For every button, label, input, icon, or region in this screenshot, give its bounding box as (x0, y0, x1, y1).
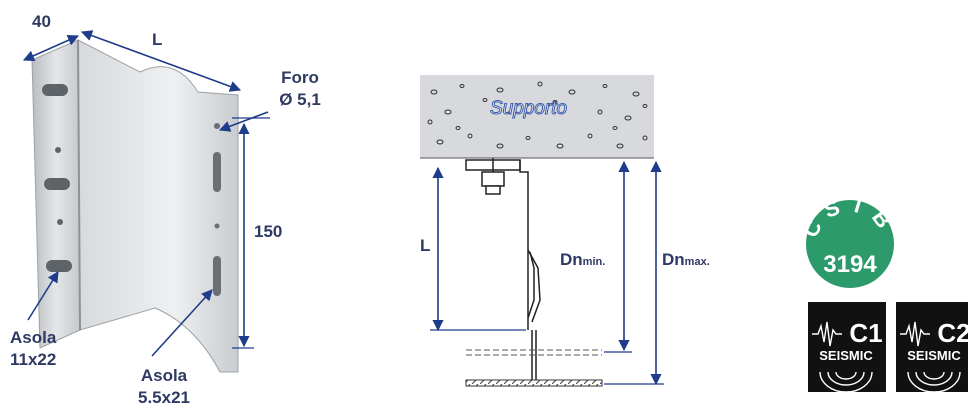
section-dimensions (430, 160, 664, 386)
dn-max-main: Dn (662, 250, 685, 269)
ceiling-profile-max (465, 379, 603, 387)
right-slot-top (213, 152, 221, 192)
right-slot-bottom (213, 256, 221, 296)
section-L-label: L (420, 236, 431, 255)
seismic-c2-badge: C2 SEISMIC (896, 302, 968, 393)
dim-width-label: 40 (32, 12, 51, 31)
cstb-badge: CSTB 3194 (797, 191, 894, 288)
bracket-illustration (31, 39, 239, 373)
bracket-dimensions (22, 30, 270, 357)
support-slab (420, 75, 654, 159)
seismic-c1-badge: C1 SEISMIC (808, 302, 886, 393)
left-slot-label-line2: 11x22 (10, 350, 57, 369)
dim-height-label: 150 (254, 222, 283, 241)
seismic-c1-label: C1 (849, 318, 882, 348)
seismic-c1-word: SEISMIC (819, 348, 873, 363)
bracket-right-flange (77, 39, 239, 373)
right-slot-label-line1: Asola (140, 366, 188, 385)
hanger-section (465, 158, 541, 380)
dim-length-label: L (152, 30, 163, 49)
hole-label-line2: Ø 5,1 (279, 90, 321, 109)
dn-min-main: Dn (560, 250, 583, 269)
left-slot-top (42, 84, 68, 96)
support-label: Supporto (489, 98, 568, 120)
left-slot-middle (44, 178, 70, 190)
hole-label-line1: Foro (281, 68, 319, 87)
ceiling-profile-min (466, 349, 602, 356)
left-slot-label-line1: Asola (10, 328, 57, 347)
left-slot-bottom (46, 260, 72, 272)
right-slot-label-line2: 5.5x21 (138, 388, 190, 407)
dn-min-sub: min. (582, 256, 606, 268)
seismic-c2-label: C2 (937, 318, 968, 348)
seismic-c2-word: SEISMIC (907, 348, 961, 363)
cstb-number: 3194 (823, 251, 877, 278)
dn-min-label: Dnmin. (560, 250, 605, 272)
dn-max-sub: max. (684, 256, 710, 268)
dn-max-label: Dnmax. (662, 250, 710, 272)
